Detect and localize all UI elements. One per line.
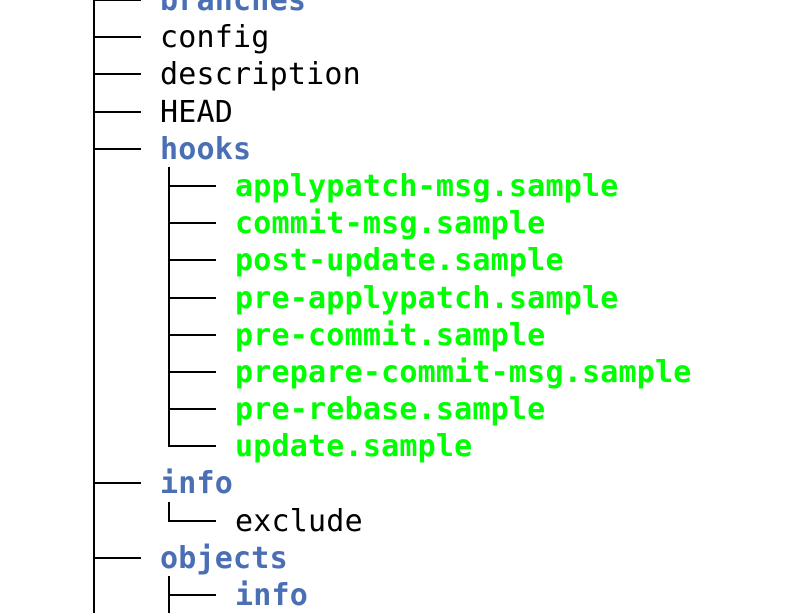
tree-entry-commit-msg-sample[interactable]: commit-msg.sample — [0, 204, 800, 242]
entry-label: post-update.sample — [235, 243, 564, 279]
tree-branch-connector — [168, 259, 216, 262]
tree-entry-exclude[interactable]: exclude — [0, 501, 800, 539]
entry-label: update.sample — [235, 429, 473, 465]
tree-entry-post-update-sample[interactable]: post-update.sample — [0, 241, 800, 279]
entry-label: prepare-commit-msg.sample — [235, 354, 692, 390]
tree-branch-connector — [168, 333, 216, 336]
tree-branch-line — [168, 427, 170, 447]
tree-branch-connector — [168, 408, 216, 411]
entry-label: info — [235, 578, 309, 613]
tree-branch-line — [93, 390, 95, 428]
tree-branch-connector — [93, 73, 141, 76]
tree-branch-connector — [168, 370, 216, 373]
tree-entry-update-sample[interactable]: update.sample — [0, 427, 800, 465]
entry-label: config — [160, 20, 270, 56]
tree-entry-config[interactable]: config — [0, 18, 800, 56]
tree-branch-connector — [93, 110, 141, 113]
tree-branch-line — [93, 501, 95, 539]
tree-branch-line — [93, 352, 95, 391]
tree-entry-pre-commit-sample[interactable]: pre-commit.sample — [0, 315, 800, 353]
entry-label: pre-applypatch.sample — [235, 280, 619, 316]
tree-entry-head[interactable]: HEAD — [0, 92, 800, 130]
tree-entry-objects-info[interactable]: info — [0, 576, 800, 614]
entry-label: objects — [160, 540, 288, 576]
entry-label: exclude — [235, 503, 363, 539]
entry-label: hooks — [160, 131, 252, 167]
tree-entry-pre-rebase-sample[interactable]: pre-rebase.sample — [0, 390, 800, 428]
tree-entry-pre-applypatch-sample[interactable]: pre-applypatch.sample — [0, 278, 800, 316]
tree-entry-hooks[interactable]: hooks — [0, 129, 800, 167]
tree-branch-connector — [93, 0, 141, 1]
tree-branch-connector — [168, 184, 216, 187]
tree-entry-info[interactable]: info — [0, 464, 800, 502]
tree-branch-connector — [168, 296, 216, 299]
tree-entry-description[interactable]: description — [0, 55, 800, 93]
tree-branch-line — [168, 501, 170, 521]
tree-branch-connector — [168, 594, 216, 596]
tree-branch-connector — [93, 482, 141, 485]
tree-branch-connector — [168, 222, 216, 225]
entry-label: branches — [160, 0, 307, 18]
tree-branch-line — [93, 204, 95, 242]
tree-branch-line — [93, 278, 95, 316]
entry-label: commit-msg.sample — [235, 206, 546, 242]
entry-label: HEAD — [160, 94, 234, 130]
entry-label: pre-commit.sample — [235, 317, 546, 353]
tree-branch-line — [93, 576, 95, 614]
tree-entry-prepare-commit-msg-sample[interactable]: prepare-commit-msg.sample — [0, 352, 800, 391]
entry-label: info — [160, 466, 234, 502]
entry-label: pre-rebase.sample — [235, 392, 546, 428]
tree-branch-line — [93, 0, 95, 19]
tree-branch-line — [93, 315, 95, 353]
tree-branch-connector — [168, 445, 216, 448]
tree-entry-branches[interactable]: branches — [0, 0, 800, 19]
tree-branch-connector — [93, 36, 141, 39]
tree-branch-connector — [93, 556, 141, 559]
entry-label: applypatch-msg.sample — [235, 168, 619, 204]
entry-label: description — [160, 57, 361, 93]
tree-branch-line — [93, 427, 95, 465]
tree-branch-connector — [93, 147, 141, 150]
tree-entry-applypatch-msg-sample[interactable]: applypatch-msg.sample — [0, 166, 800, 205]
tree-entry-objects[interactable]: objects — [0, 538, 800, 576]
tree-branch-line — [93, 241, 95, 279]
tree-branch-line — [93, 166, 95, 205]
tree-branch-connector — [168, 519, 216, 522]
